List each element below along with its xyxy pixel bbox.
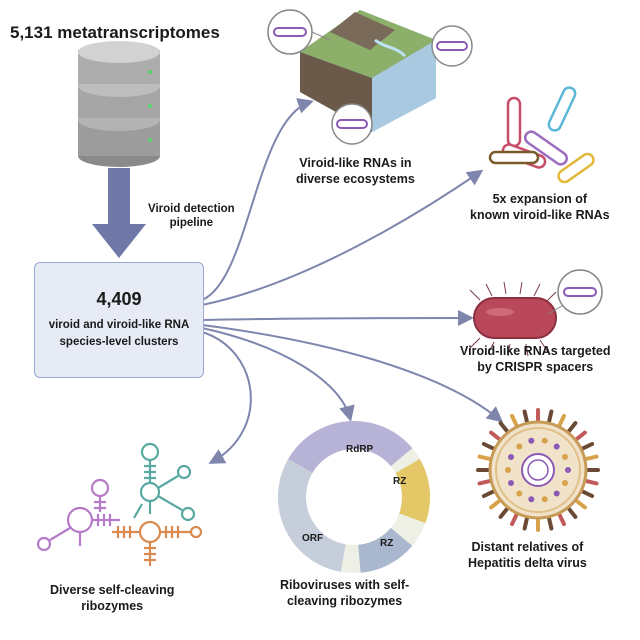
pipeline-label: Viroid detection pipeline <box>148 203 235 230</box>
hdv-spike <box>579 488 595 498</box>
hdv-spike <box>565 421 578 435</box>
hdv-spike <box>498 421 511 435</box>
arrow-to-hdv <box>201 324 504 423</box>
hdv-label: Distant relatives of Hepatitis delta vir… <box>468 540 587 570</box>
hdv-spike <box>510 413 520 429</box>
expansion-label: 5x expansion of known viroid-like RNAs <box>470 192 610 222</box>
hdv-spike <box>546 409 554 426</box>
hdv-protein-dot <box>553 490 560 497</box>
hdv-spike <box>481 442 497 452</box>
ring-label-rz-1: RZ <box>393 476 406 487</box>
hdv-protein-dot <box>553 443 560 450</box>
species-cluster-box: 4,409 viroid and viroid-like RNA species… <box>34 262 204 378</box>
hdv-protein-dot <box>528 437 535 444</box>
page-title: 5,131 metatranscriptomes <box>10 23 220 42</box>
hdv-protein-dot <box>505 467 511 473</box>
hdv-protein-dot <box>565 467 571 473</box>
pipeline-arrow <box>92 168 146 258</box>
riboviruses-label: Riboviruses with self- cleaving ribozyme… <box>280 578 410 608</box>
hdv-spike <box>510 511 520 527</box>
genome-ring-icon: RdRP RZ RZ ORF <box>277 421 430 573</box>
ring-label-orf: ORF <box>302 533 323 544</box>
ring-segment-rdrp <box>288 421 413 474</box>
hdv-spike <box>477 454 494 462</box>
hdv-spike <box>582 478 599 486</box>
hdv-spike <box>481 488 497 498</box>
hdv-spike <box>582 454 599 462</box>
hdv-spike <box>556 511 566 527</box>
arrow-to-riboviruses <box>201 327 355 422</box>
hdv-spike <box>546 514 554 531</box>
hdv-spike <box>522 514 530 531</box>
ring-label-rdrp: RdRP <box>346 444 374 455</box>
ribozyme-structure-icon <box>36 442 203 566</box>
arrow-to-ecosystems <box>201 98 314 301</box>
hdv-protein-dot <box>516 490 523 497</box>
viroid-rna-cluster-icon <box>488 86 595 184</box>
hdv-protein-dot <box>541 496 548 503</box>
ring-label-rz-2: RZ <box>380 538 393 549</box>
ecosystems-label: Viroid-like RNAs in diverse ecosystems <box>296 156 415 186</box>
hdv-spike <box>498 505 511 519</box>
hdv-protein-dot <box>562 454 568 460</box>
hdv-protein-dot <box>508 454 514 460</box>
hdv-spike <box>522 409 530 426</box>
arrow-to-crispr <box>201 310 474 327</box>
hdv-spike <box>556 413 566 429</box>
hdv-spike <box>573 497 587 510</box>
arrow-to-expansion <box>201 169 484 306</box>
hdv-virion-icon <box>476 408 600 532</box>
hdv-protein-dot <box>541 437 548 444</box>
bacterium-icon <box>469 281 557 357</box>
ribozymes-label: Diverse self-cleaving ribozymes <box>50 583 175 613</box>
hdv-protein-dot <box>528 496 535 503</box>
ring-segment-orf <box>277 459 347 572</box>
viroid-rna-icon <box>431 25 473 67</box>
viroid-rna-icon <box>267 9 331 55</box>
hdv-spike <box>477 478 494 486</box>
hdv-spike <box>579 442 595 452</box>
cluster-count: 4,409 <box>96 289 142 309</box>
ring-segment-rz-1 <box>395 458 430 523</box>
arrow-to-ribozymes <box>201 331 252 464</box>
crispr-label: Viroid-like RNAs targeted by CRISPR spac… <box>460 344 611 374</box>
hdv-spike <box>489 430 503 443</box>
hdv-spike <box>565 505 578 519</box>
viroid-rna-icon <box>331 103 373 145</box>
database-icon <box>78 41 160 167</box>
hdv-protein-dot <box>516 443 523 450</box>
hdv-protein-dot <box>508 480 514 486</box>
viroid-rna-icon <box>547 269 603 315</box>
hdv-protein-dot <box>562 480 568 486</box>
cluster-description: viroid and viroid-like RNA species-level… <box>48 319 190 348</box>
hdv-spike <box>489 497 503 510</box>
ring-segment-rz-2 <box>357 527 413 573</box>
hdv-spike <box>573 430 587 443</box>
